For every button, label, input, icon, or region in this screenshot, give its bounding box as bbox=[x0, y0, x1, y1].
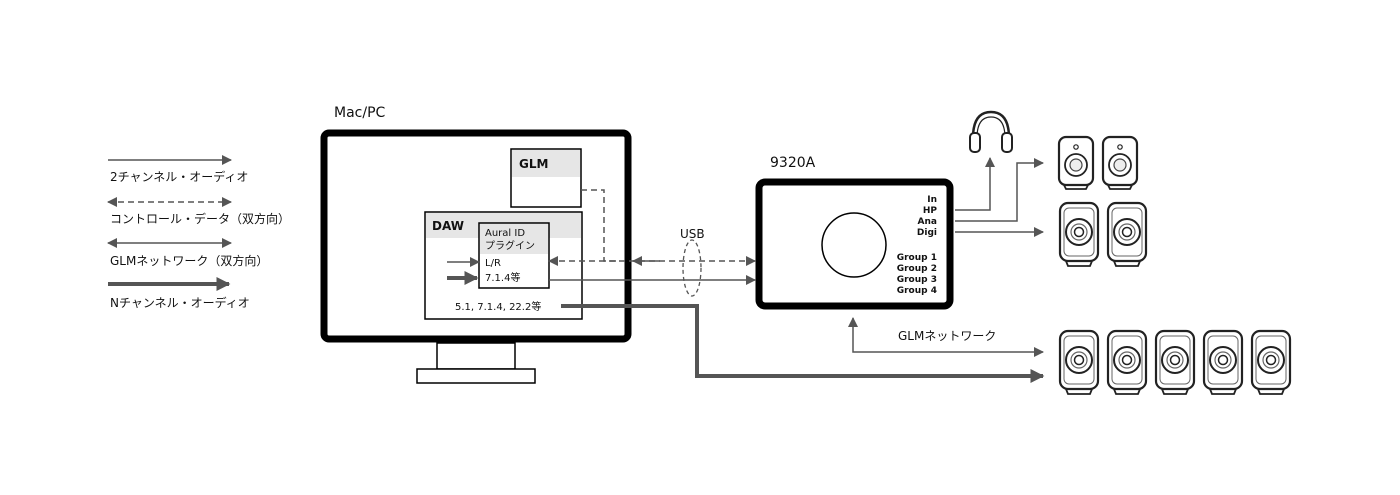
computer: Mac/PC GLM DAW Aural ID プラグイン L/R 7.1.4等… bbox=[320, 105, 632, 384]
group-3-label: Group 3 bbox=[897, 275, 937, 285]
monitor-neck bbox=[436, 342, 516, 370]
computer-label: Mac/PC bbox=[334, 105, 386, 121]
plugin-title-line1: Aural ID bbox=[485, 228, 525, 239]
small-speaker-icon bbox=[1057, 135, 1095, 191]
legend: 2チャンネル・オーディオ コントロール・データ（双方向） GLMネットワーク（双… bbox=[107, 155, 290, 310]
interface-label: 9320A bbox=[770, 155, 816, 171]
volume-knob[interactable] bbox=[821, 212, 887, 278]
subwoofer-speaker-icon bbox=[1058, 201, 1100, 268]
stereo-audio-legend-label: 2チャンネル・オーディオ bbox=[110, 169, 248, 184]
subwoofer-speaker-icon bbox=[1106, 201, 1148, 268]
daw-window-title: DAW bbox=[432, 219, 464, 233]
glm-network-line bbox=[848, 317, 1044, 357]
output-in-label: In bbox=[927, 195, 937, 205]
glm-window-titlebar bbox=[512, 150, 580, 177]
output-ana-label: Ana bbox=[918, 217, 937, 227]
analog-output-line bbox=[955, 158, 1044, 222]
control-data-legend-label: コントロール・データ（双方向） bbox=[110, 211, 290, 226]
network-speaker-icon bbox=[1106, 329, 1148, 396]
multichannel-output-label: 5.1, 7.1.4, 22.2等 bbox=[455, 300, 541, 313]
group-2-label: Group 2 bbox=[897, 264, 937, 274]
glm-window-title: GLM bbox=[519, 157, 548, 171]
plugin-io-line2: 7.1.4等 bbox=[485, 271, 520, 284]
interface-9320a: 9320A In HP Ana Digi Group 1 Group 2 Gro… bbox=[755, 155, 954, 310]
headphones-icon bbox=[969, 110, 1013, 153]
plugin-title-line2: プラグイン bbox=[485, 239, 535, 252]
headphone-output-line bbox=[955, 157, 995, 211]
glm-network-label: GLMネットワーク bbox=[898, 329, 996, 343]
monitor-base bbox=[416, 368, 536, 384]
output-hp-label: HP bbox=[923, 206, 938, 216]
small-speaker-icon bbox=[1101, 135, 1139, 191]
usb-cable-marker bbox=[682, 239, 702, 297]
network-speaker-icon bbox=[1154, 329, 1196, 396]
glm-network-legend-label: GLMネットワーク（双方向） bbox=[110, 253, 268, 268]
network-speaker-icon bbox=[1202, 329, 1244, 396]
n-channel-audio-legend-label: Nチャンネル・オーディオ bbox=[110, 295, 250, 310]
n-channel-audio-line bbox=[561, 304, 1045, 383]
output-digi-label: Digi bbox=[917, 228, 937, 238]
group-1-label: Group 1 bbox=[897, 253, 937, 263]
network-speaker-icon bbox=[1250, 329, 1292, 396]
plugin-io-line1: L/R bbox=[485, 258, 501, 269]
usb-label: USB bbox=[680, 227, 705, 241]
network-speaker-icon bbox=[1058, 329, 1100, 396]
plugin-titlebar bbox=[480, 224, 548, 254]
group-4-label: Group 4 bbox=[897, 286, 937, 296]
